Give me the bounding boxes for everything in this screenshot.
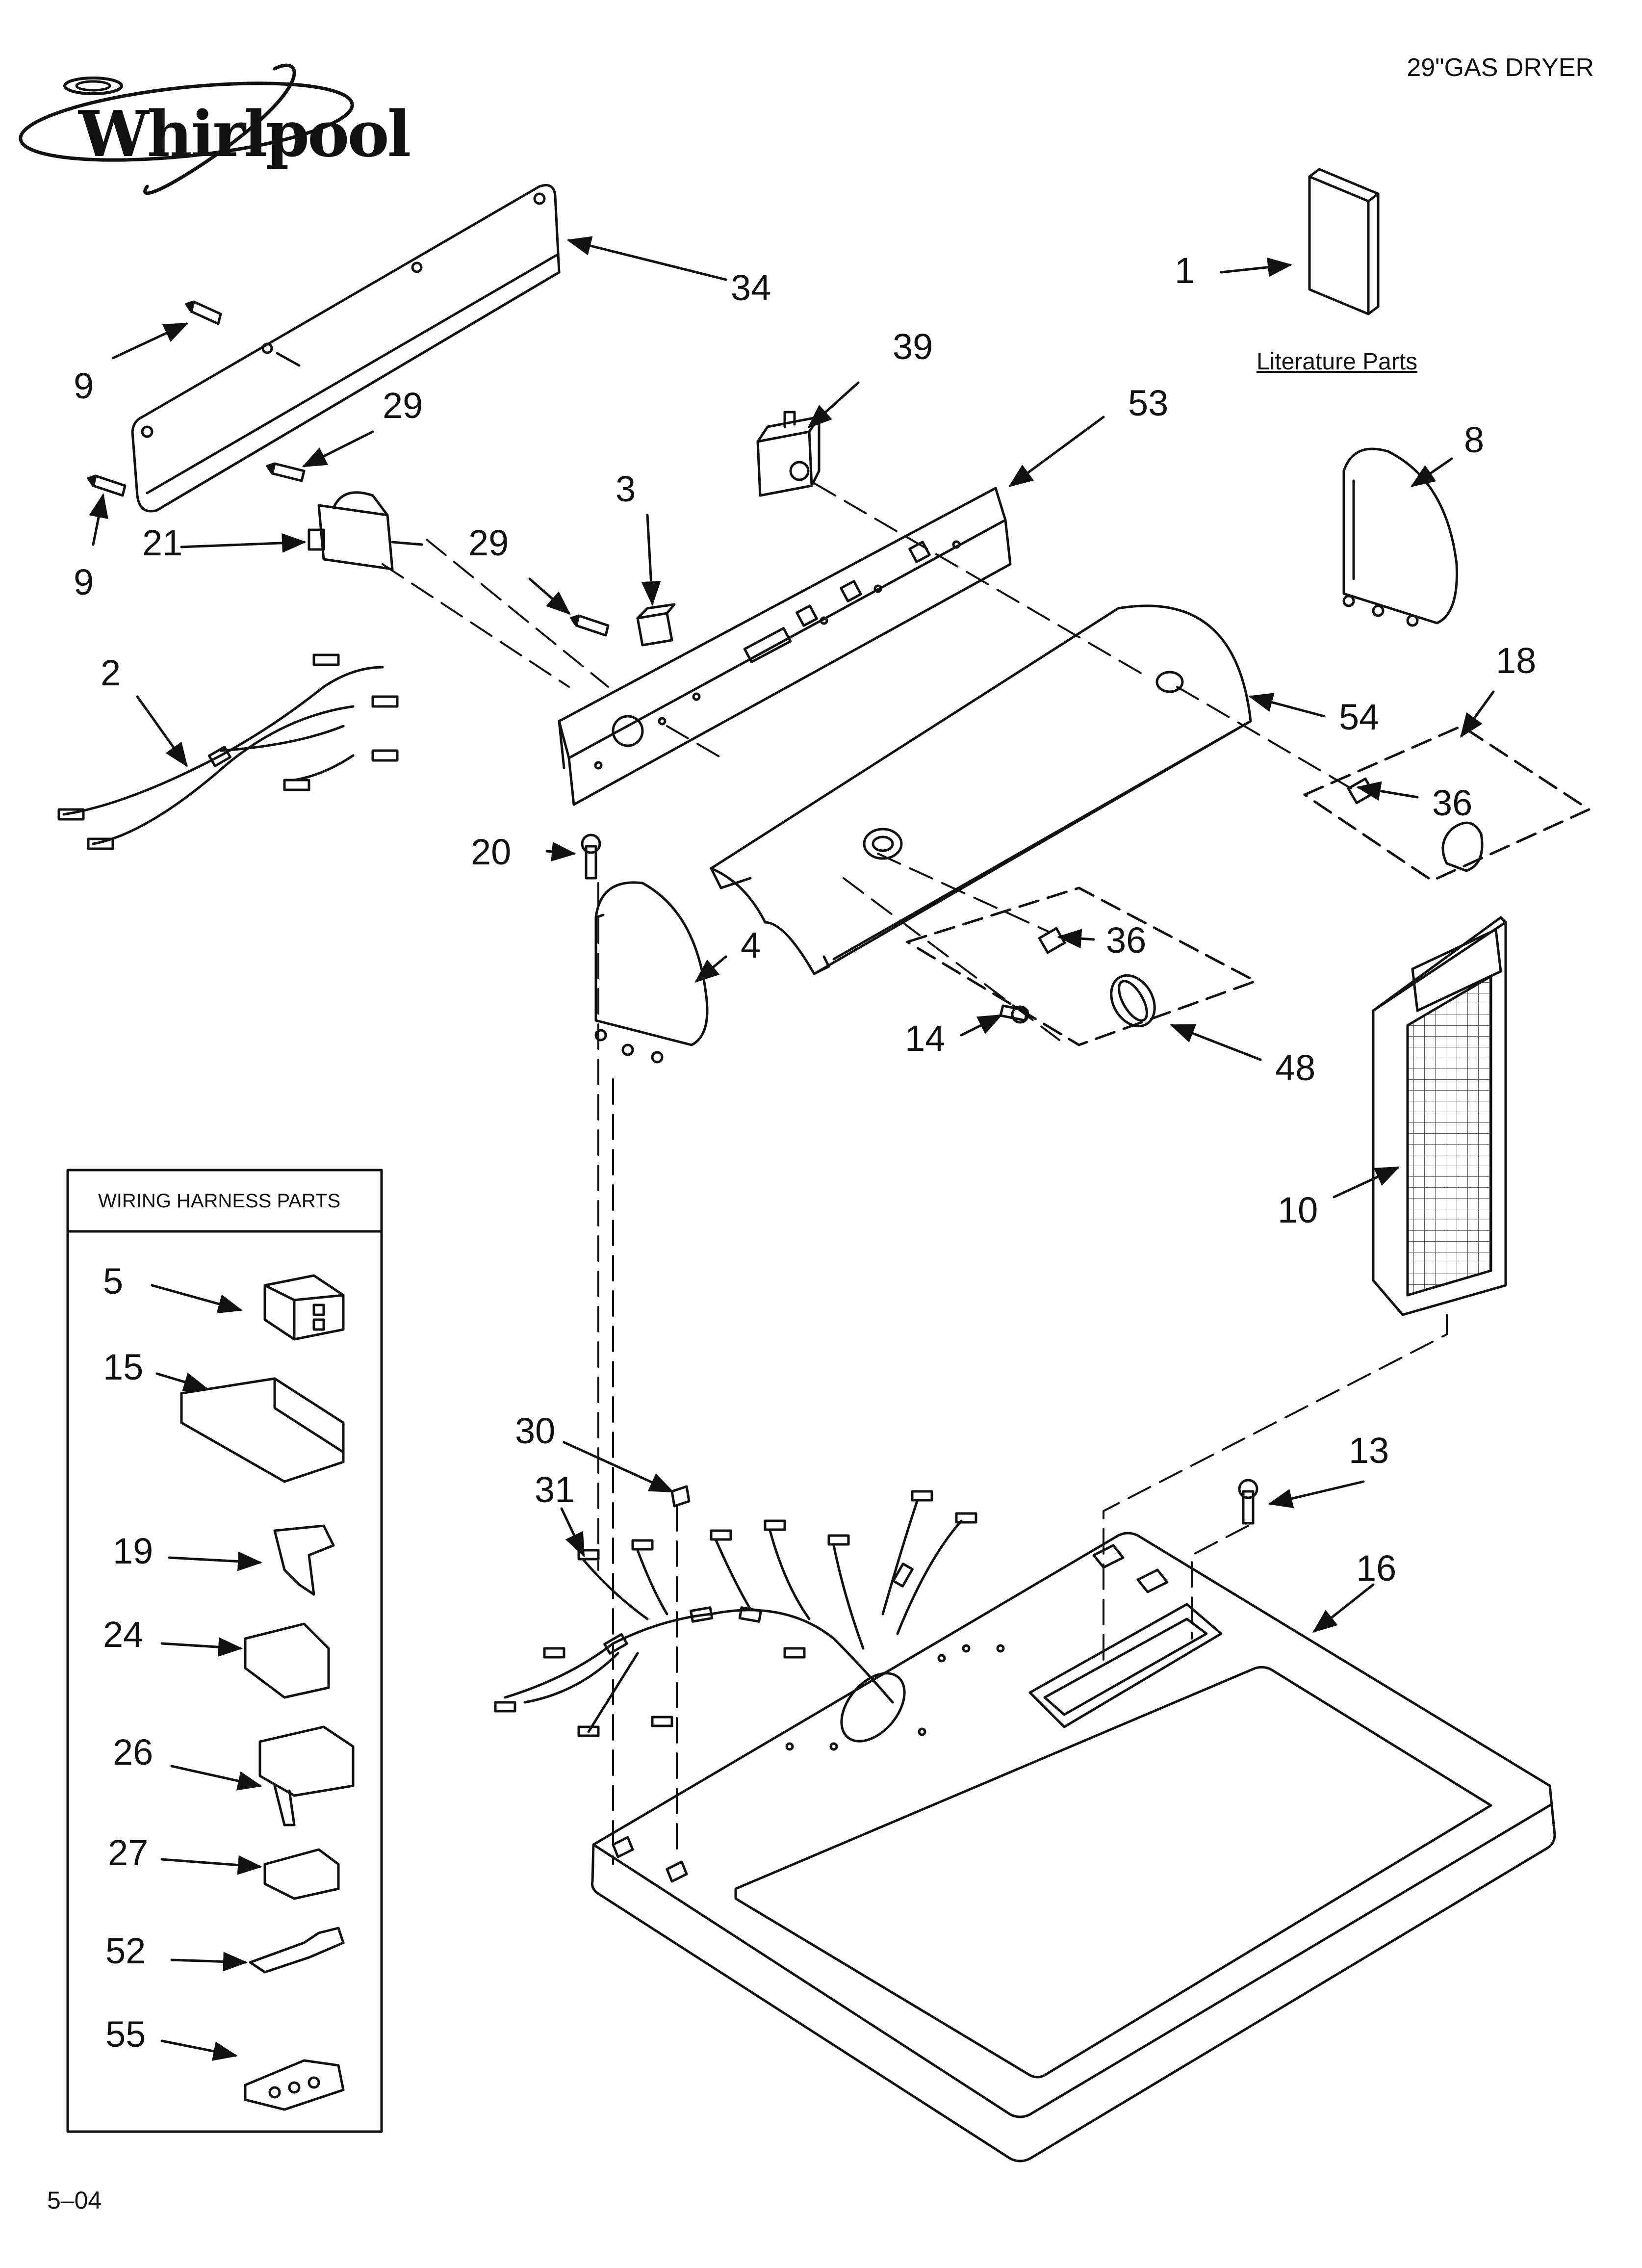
screw-29-left — [266, 462, 306, 482]
rear-panel-34 — [131, 184, 561, 513]
footer-code: 5–04 — [47, 2187, 102, 2214]
callout-52: 52 — [105, 1930, 146, 1971]
end-cap-4 — [594, 881, 709, 1064]
callout-39: 39 — [893, 326, 933, 367]
switch-39 — [756, 411, 821, 497]
wiring-box-title: WIRING HARNESS PARTS — [98, 1190, 341, 1212]
brand-logo-text: Whirlpool — [78, 98, 411, 171]
harness-2 — [57, 653, 399, 850]
callout-31: 31 — [535, 1469, 575, 1510]
screw-13 — [1238, 1479, 1258, 1525]
callout-20: 20 — [471, 832, 512, 872]
callout-5: 5 — [103, 1261, 124, 1302]
callout-3: 3 — [616, 469, 636, 509]
callout-29-top: 29 — [383, 385, 423, 426]
page-title: 29"GAS DRYER — [1407, 53, 1594, 82]
wiring-harness-box — [66, 1169, 383, 2133]
top-panel-16 — [591, 1532, 1556, 2163]
callout-4: 4 — [741, 925, 761, 965]
screw-9-bottom — [87, 474, 127, 497]
callout-30: 30 — [515, 1410, 556, 1451]
callout-9-top: 9 — [74, 365, 94, 406]
callout-26: 26 — [113, 1732, 154, 1773]
knob-group-48 — [906, 886, 1257, 1046]
assembly-dash-lines — [382, 482, 1448, 1865]
leader-arrows — [89, 236, 1495, 2061]
screw-29-right — [570, 614, 610, 637]
callout-48: 48 — [1275, 1047, 1316, 1088]
lint-screen-10 — [1372, 916, 1507, 1316]
callout-53: 53 — [1128, 383, 1169, 423]
callout-36-right: 36 — [1432, 782, 1473, 823]
callout-19: 19 — [113, 1531, 154, 1571]
callout-29-bottom: 29 — [468, 522, 509, 563]
callout-21: 21 — [142, 522, 183, 563]
whirlpool-logo — [19, 63, 354, 195]
wiring-box-parts — [180, 1274, 355, 2111]
callout-13: 13 — [1349, 1430, 1389, 1471]
console-54 — [710, 604, 1252, 975]
screw-9-top — [185, 300, 222, 325]
literature-parts-label: Literature Parts — [1257, 349, 1418, 375]
screw-20 — [581, 834, 601, 880]
callout-36-left: 36 — [1106, 920, 1147, 961]
callout-10: 10 — [1278, 1190, 1318, 1230]
callout-14: 14 — [905, 1018, 946, 1059]
callout-54: 54 — [1339, 697, 1380, 737]
callout-24: 24 — [103, 1614, 144, 1655]
timer-21 — [308, 491, 423, 571]
callout-34: 34 — [731, 267, 771, 308]
literature-1 — [1308, 168, 1380, 315]
callout-16: 16 — [1356, 1548, 1397, 1589]
callout-55: 55 — [105, 2014, 146, 2055]
clip-30 — [670, 1485, 691, 1508]
callout-27: 27 — [108, 1832, 149, 1873]
callout-15: 15 — [103, 1347, 144, 1387]
end-cap-8 — [1342, 447, 1458, 627]
callout-8: 8 — [1464, 419, 1485, 460]
callout-18: 18 — [1496, 640, 1537, 681]
control-panel-53 — [558, 487, 1012, 806]
main-harness-31 — [494, 1490, 977, 1737]
callout-2: 2 — [101, 652, 121, 693]
callout-1: 1 — [1175, 250, 1195, 291]
bracket-3 — [636, 603, 676, 647]
callout-9-bottom: 9 — [74, 562, 94, 602]
